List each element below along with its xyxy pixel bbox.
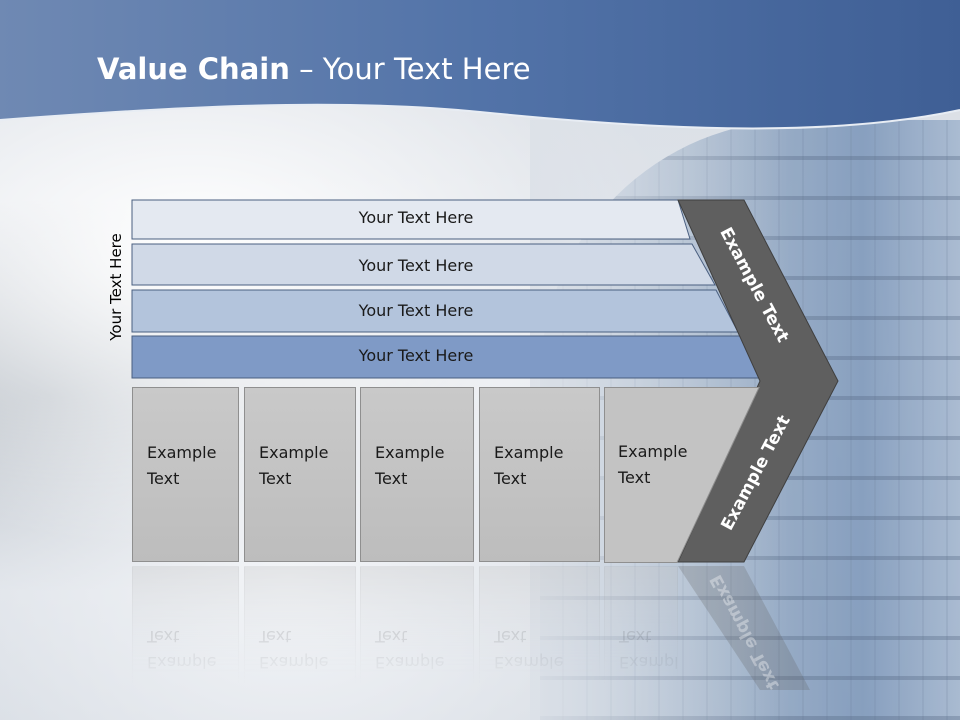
band-label-1: Your Text Here: [358, 208, 474, 227]
band-label-2: Your Text Here: [358, 256, 474, 275]
title-bold: Value Chain: [97, 52, 290, 86]
band-label-3: Your Text Here: [358, 301, 474, 320]
title-rest: – Your Text Here: [289, 52, 531, 86]
slide-title: Value Chain – Your Text Here: [97, 52, 531, 86]
support-band-1: [131, 199, 691, 240]
activity-box-5: [604, 387, 760, 563]
support-band-2: [131, 243, 716, 286]
chevron-reflection: [678, 566, 810, 690]
header-banner: [0, 0, 960, 130]
band-label-4: Your Text Here: [358, 346, 474, 365]
chevron-arrow: [677, 199, 839, 563]
